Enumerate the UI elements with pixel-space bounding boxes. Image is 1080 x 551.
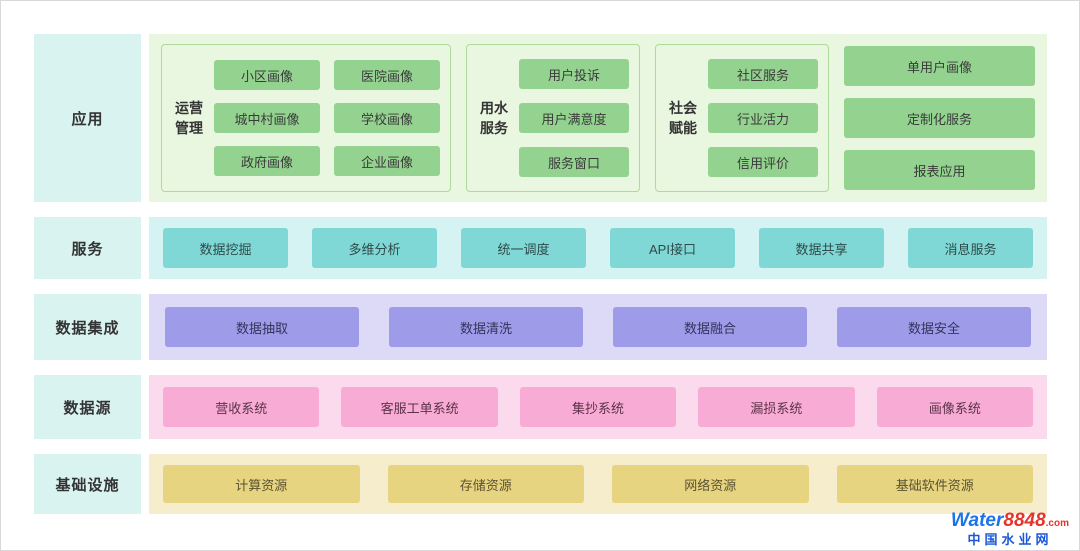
infra-item-network-resources: 网络资源 bbox=[612, 465, 809, 503]
group-label-line: 赋能 bbox=[669, 120, 697, 136]
layer-label-service: 服务 bbox=[34, 217, 141, 279]
service-item-data-mining: 数据挖掘 bbox=[163, 228, 288, 268]
layer-data-integration: 数据集成 数据抽取 数据清洗 数据融合 数据安全 bbox=[34, 294, 1047, 360]
standalone-app-items: 单用户画像 定制化服务 报表应用 bbox=[844, 44, 1035, 192]
group-label-social-empowerment: 社会 赋能 bbox=[666, 98, 700, 139]
social-empowerment-items: 社区服务 行业活力 信用评价 bbox=[708, 59, 818, 177]
layer-label-application: 应用 bbox=[34, 34, 141, 202]
group-label-line: 用水 bbox=[480, 99, 508, 116]
service-item-multidimensional-analysis: 多维分析 bbox=[312, 228, 437, 268]
group-label-line: 服务 bbox=[480, 120, 508, 136]
layer-application: 应用 运营 管理 小区画像 医院画像 城中村画像 学校画像 政府画像 企业画像 bbox=[34, 34, 1047, 202]
app-item-industry-vitality: 行业活力 bbox=[708, 103, 818, 133]
logo-subtitle: 中国水业网 bbox=[967, 531, 1053, 547]
app-item-government-profile: 政府画像 bbox=[214, 146, 320, 176]
service-item-data-sharing: 数据共享 bbox=[759, 228, 884, 268]
app-item-community-profile: 小区画像 bbox=[214, 60, 320, 90]
app-item-user-complaint: 用户投诉 bbox=[519, 59, 629, 89]
group-water-service: 用水 服务 用户投诉 用户满意度 服务窗口 bbox=[466, 44, 640, 192]
service-item-unified-scheduling: 统一调度 bbox=[461, 228, 586, 268]
group-operations-management: 运营 管理 小区画像 医院画像 城中村画像 学校画像 政府画像 企业画像 bbox=[161, 44, 451, 192]
app-item-school-profile: 学校画像 bbox=[334, 103, 440, 133]
logo-number-text: 8848 bbox=[1003, 509, 1046, 531]
layer-data-source: 数据源 营收系统 客服工单系统 集抄系统 漏损系统 画像系统 bbox=[34, 375, 1047, 439]
service-layer-content: 数据挖掘 多维分析 统一调度 API接口 数据共享 消息服务 bbox=[149, 217, 1047, 279]
layer-infrastructure: 基础设施 计算资源 存储资源 网络资源 基础软件资源 bbox=[34, 454, 1047, 514]
logo-brand-text: Water bbox=[950, 509, 1004, 531]
layer-label-infrastructure: 基础设施 bbox=[34, 454, 141, 514]
layer-service: 服务 数据挖掘 多维分析 统一调度 API接口 数据共享 消息服务 bbox=[34, 217, 1047, 279]
layer-label-data-source: 数据源 bbox=[34, 375, 141, 439]
integration-item-data-extraction: 数据抽取 bbox=[165, 307, 359, 347]
app-item-hospital-profile: 医院画像 bbox=[334, 60, 440, 90]
group-label-line: 运营 bbox=[175, 99, 203, 116]
application-layer-content: 运营 管理 小区画像 医院画像 城中村画像 学校画像 政府画像 企业画像 用水 bbox=[149, 34, 1047, 202]
group-social-empowerment: 社会 赋能 社区服务 行业活力 信用评价 bbox=[655, 44, 829, 192]
app-item-service-window: 服务窗口 bbox=[519, 147, 629, 177]
source-item-meter-reading-system: 集抄系统 bbox=[519, 387, 677, 427]
water8848-logo: Water8848.com 中国水业网 bbox=[950, 509, 1069, 547]
app-item-credit-evaluation: 信用评价 bbox=[708, 147, 818, 177]
logo-domain-text: .com bbox=[1045, 517, 1069, 529]
integration-item-data-cleaning: 数据清洗 bbox=[389, 307, 583, 347]
app-item-urban-village-profile: 城中村画像 bbox=[214, 103, 320, 133]
service-item-message-service: 消息服务 bbox=[908, 228, 1033, 268]
app-item-report-application: 报表应用 bbox=[844, 150, 1035, 190]
data-source-layer-content: 营收系统 客服工单系统 集抄系统 漏损系统 画像系统 bbox=[149, 375, 1047, 439]
group-label-line: 社会 bbox=[669, 99, 697, 116]
app-item-user-satisfaction: 用户满意度 bbox=[519, 103, 629, 133]
source-item-profile-system: 画像系统 bbox=[876, 387, 1034, 427]
integration-item-data-security: 数据安全 bbox=[837, 307, 1031, 347]
service-item-api-interface: API接口 bbox=[610, 228, 735, 268]
integration-item-data-fusion: 数据融合 bbox=[613, 307, 807, 347]
operations-items-grid: 小区画像 医院画像 城中村画像 学校画像 政府画像 企业画像 bbox=[214, 60, 440, 176]
source-item-customer-service-ticket-system: 客服工单系统 bbox=[341, 387, 498, 427]
infra-item-basic-software-resources: 基础软件资源 bbox=[836, 465, 1033, 503]
layer-label-data-integration: 数据集成 bbox=[34, 294, 141, 360]
data-integration-layer-content: 数据抽取 数据清洗 数据融合 数据安全 bbox=[149, 294, 1047, 360]
app-item-single-user-profile: 单用户画像 bbox=[844, 46, 1035, 86]
logo-wordmark: Water8848.com bbox=[950, 509, 1069, 532]
source-item-revenue-system: 营收系统 bbox=[163, 387, 320, 427]
infrastructure-layer-content: 计算资源 存储资源 网络资源 基础软件资源 bbox=[149, 454, 1047, 514]
diagram-body: 应用 运营 管理 小区画像 医院画像 城中村画像 学校画像 政府画像 企业画像 bbox=[34, 34, 1047, 514]
group-label-water-service: 用水 服务 bbox=[477, 98, 511, 139]
group-label-line: 管理 bbox=[175, 120, 203, 136]
water-service-items: 用户投诉 用户满意度 服务窗口 bbox=[519, 59, 629, 177]
source-item-leakage-system: 漏损系统 bbox=[698, 387, 855, 427]
app-item-customized-service: 定制化服务 bbox=[844, 98, 1035, 138]
app-item-community-service: 社区服务 bbox=[708, 59, 818, 89]
infra-item-computing-resources: 计算资源 bbox=[163, 465, 360, 503]
group-label-operations-management: 运营 管理 bbox=[172, 98, 206, 139]
app-item-enterprise-profile: 企业画像 bbox=[334, 146, 440, 176]
infra-item-storage-resources: 存储资源 bbox=[387, 465, 584, 503]
